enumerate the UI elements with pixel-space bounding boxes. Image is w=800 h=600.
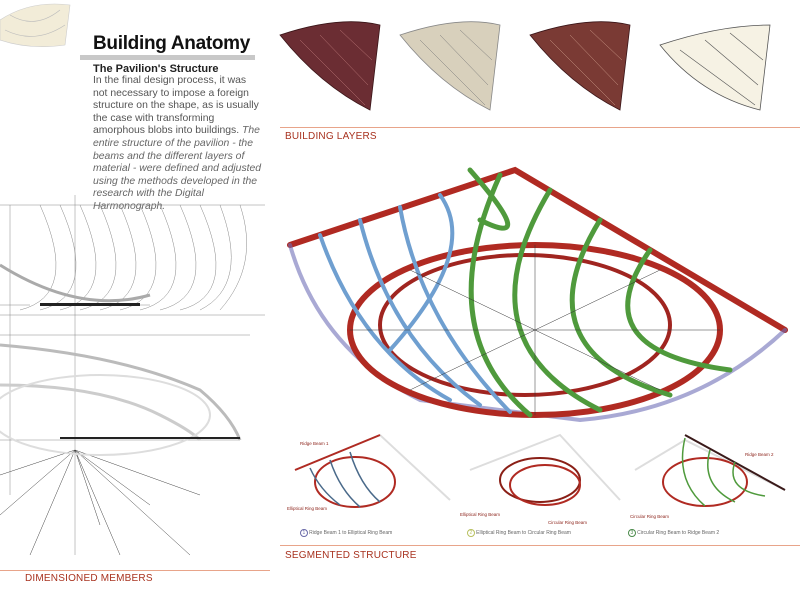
callout-elliptical-ring-beam-2: Elliptical Ring Beam [460,512,501,517]
intro-italic: The entire structure of the pavilion - t… [93,125,262,212]
building-layers-label: BUILDING LAYERS [285,131,377,142]
section-subtitle: The Pavilion's Structure [93,63,219,75]
callout-circular-ring-beam-2: Circular Ring Beam [548,520,588,525]
callout-ridge-beam-1: Ridge Beam 1 [300,441,329,446]
layer-thumb-1 [279,21,381,111]
layer-thumb-2 [399,21,501,111]
title-divider [80,55,255,60]
building-layers-rule [280,127,800,128]
segment-1-drawing [294,433,451,508]
segment-caption-3: 3 Circular Ring Beam to Ridge Beam 2 [628,529,719,537]
building-layers-thumbnails [279,21,771,111]
segment-caption-1: 1 Ridge Beam 1 to Elliptical Ring Beam [300,529,392,537]
main-structure-drawing [287,166,788,423]
corner-thumbnail [0,3,71,47]
intro-plain: In the final design process, it was not … [93,75,259,137]
callout-elliptical-ring-beam-1: Elliptical Ring Beam [287,506,328,511]
intro-text: In the final design process, it was not … [93,75,263,214]
segmented-structure-rule [280,545,800,546]
dimensioned-members-label: DIMENSIONED MEMBERS [25,573,153,584]
dimensioned-members-drawing [0,195,265,556]
callout-circular-ring-beam-3: Circular Ring Beam [630,514,670,519]
segmented-structure-label: SEGMENTED STRUCTURE [285,550,417,561]
layer-thumb-4 [659,24,771,111]
segment-2-drawing [469,433,621,506]
segment-caption-2: 2 Elliptical Ring Beam to Circular Ring … [467,529,571,537]
segment-3-drawing [634,434,786,507]
dimensioned-members-rule [0,570,270,571]
callout-ridge-beam-2: Ridge Beam 2 [745,452,774,457]
segmented-structure-drawings [294,433,786,508]
page-title: Building Anatomy [93,33,251,54]
layer-thumb-3 [529,21,631,111]
